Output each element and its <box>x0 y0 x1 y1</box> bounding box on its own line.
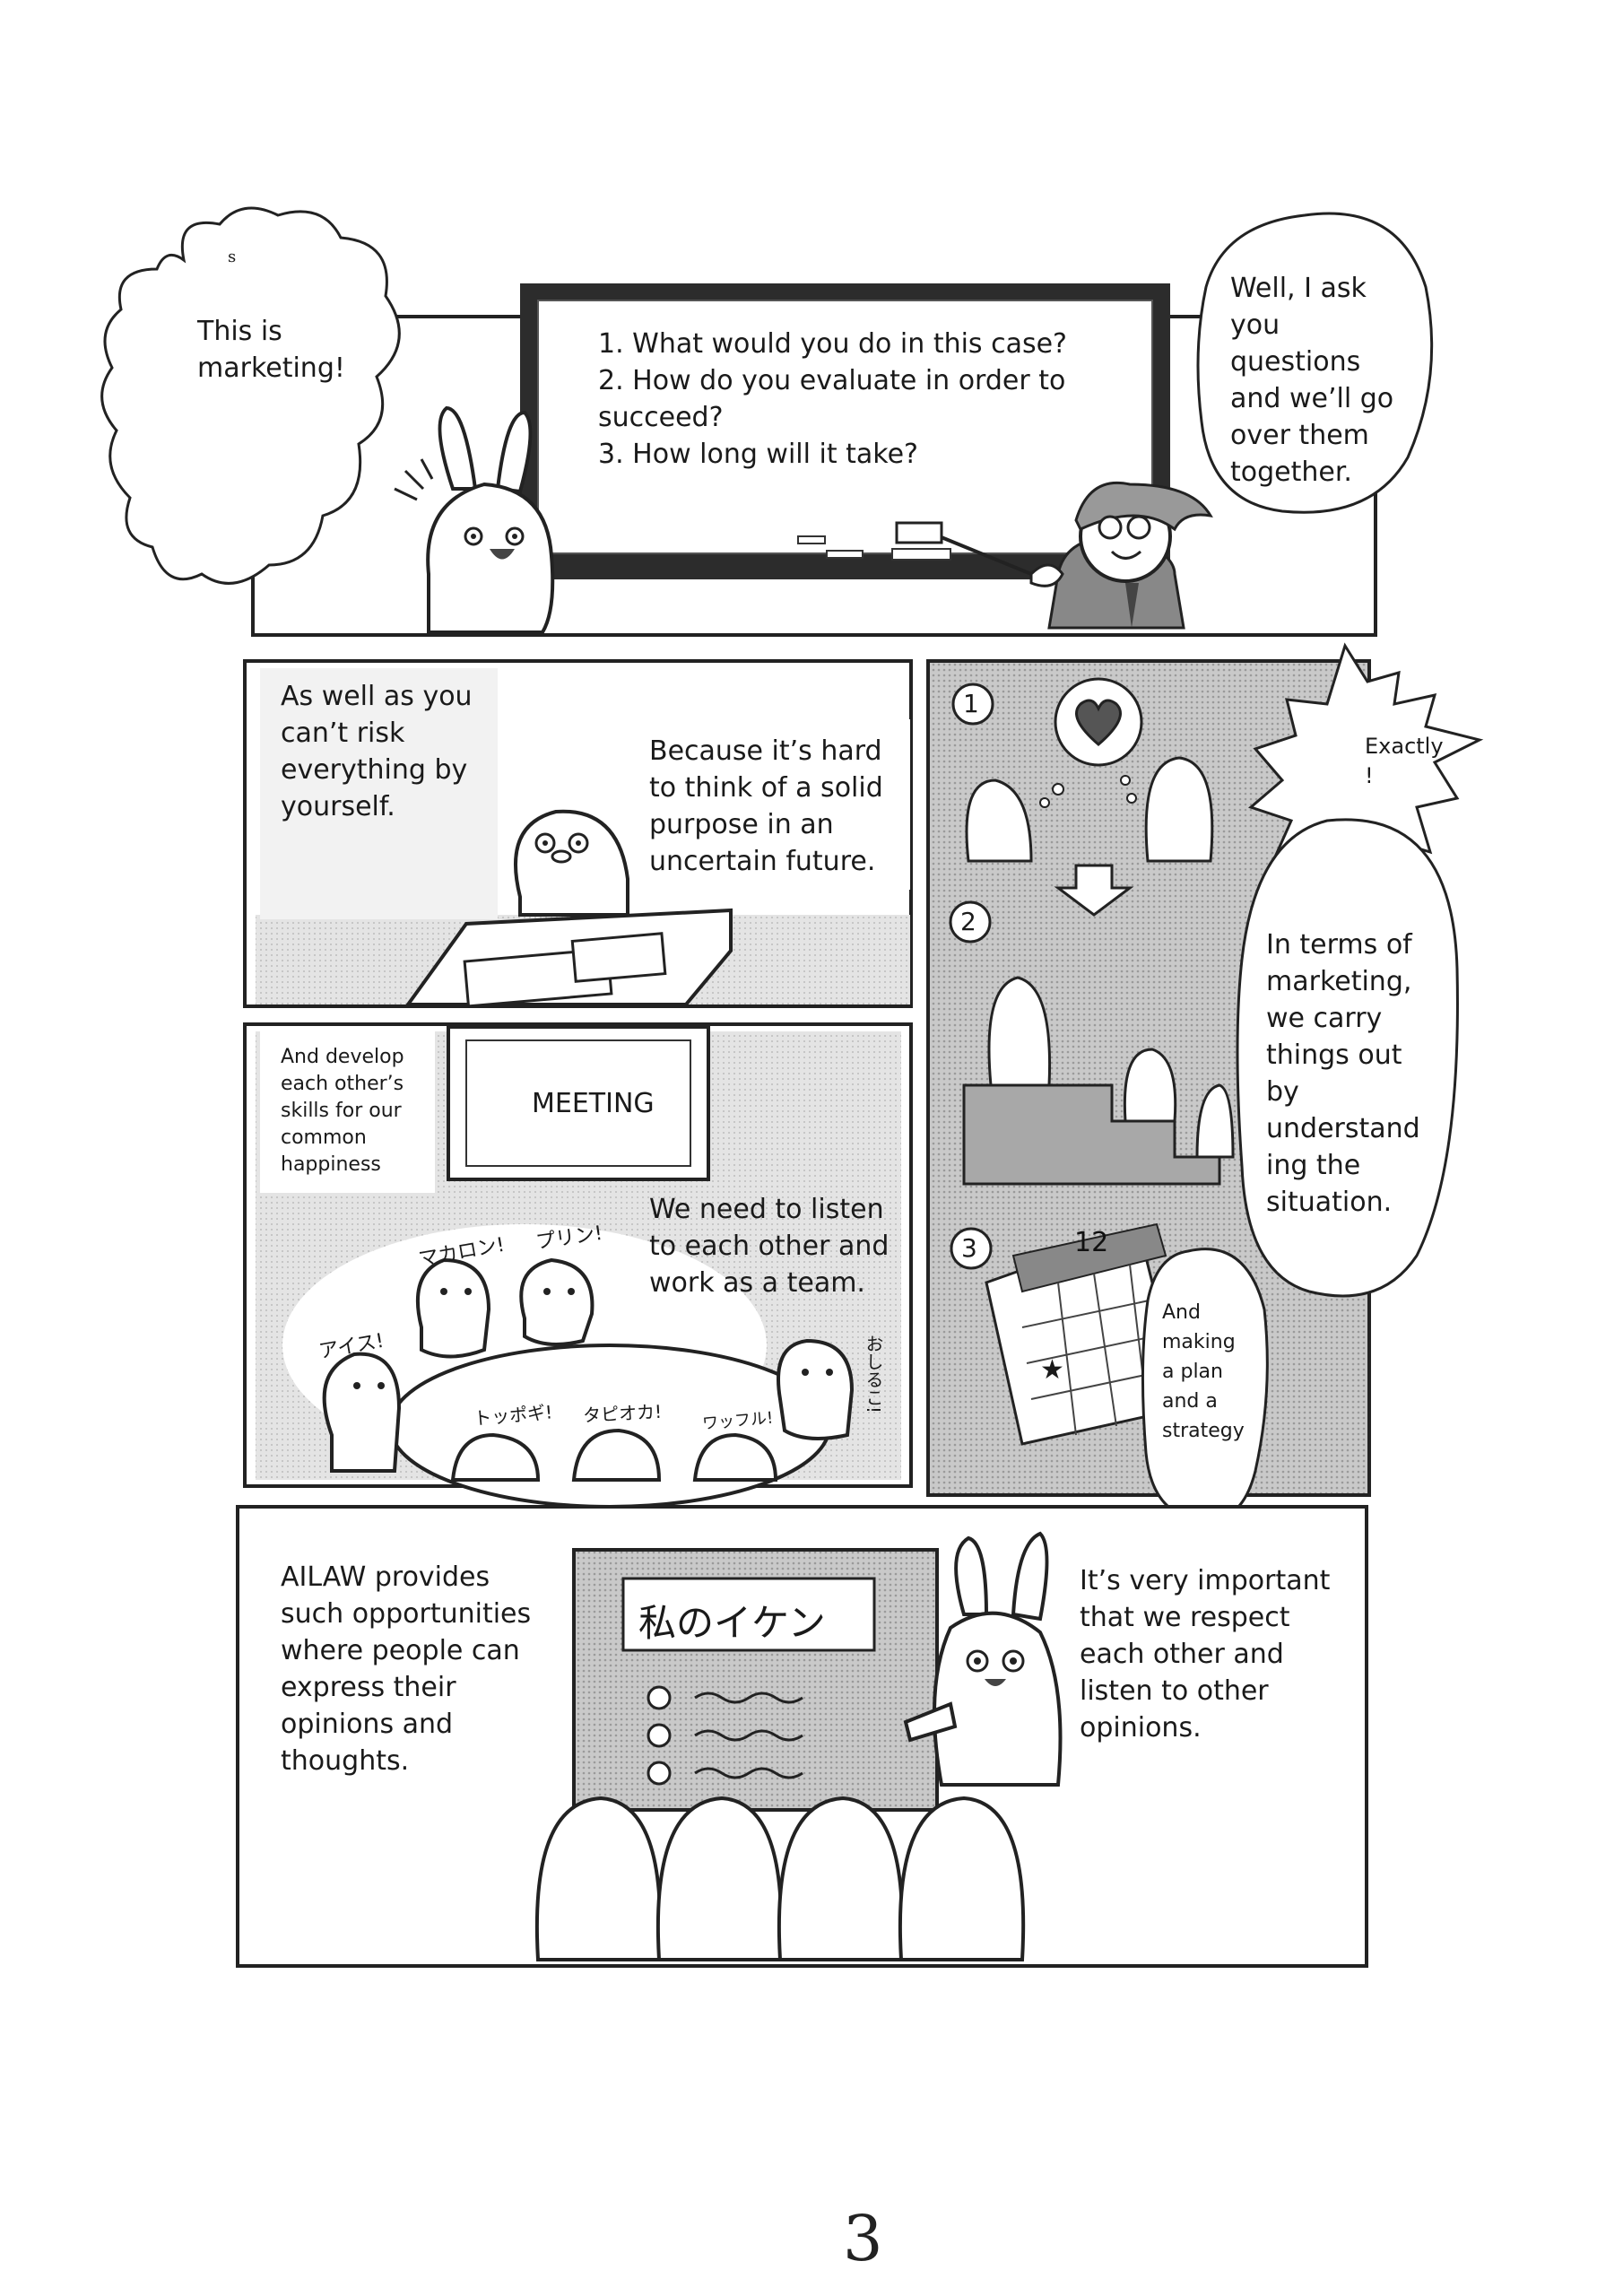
bubble-mark: s <box>228 248 237 266</box>
rabbit-character <box>394 405 555 634</box>
speech-text-exactly: Exactly ! <box>1365 734 1444 788</box>
speech-bubble-left <box>100 206 401 585</box>
panel-5 <box>236 1505 1368 1968</box>
step-number-2: 2 <box>960 907 976 936</box>
calendar-star-icon: ★ <box>1040 1354 1064 1386</box>
speech-text-very-important: It’s very important that we respect each… <box>1080 1565 1331 1744</box>
opinion-board-title: 私のイケン <box>638 1601 826 1645</box>
blackboard-questions: 1. What would you do in this case? 2. Ho… <box>598 326 1136 473</box>
board-line-3: 3. How long will it take? <box>598 439 918 470</box>
caption-risk-everything: As well as you can’t risk everything by … <box>281 681 473 822</box>
caption-develop-skills: And develop each other’s skills for our … <box>281 1046 404 1176</box>
board-line-1: 1. What would you do in this case? <box>598 328 1067 360</box>
speech-text-well-i-ask: Well, I ask you questions and we’ll go o… <box>1230 273 1394 488</box>
step-number-3: 3 <box>961 1233 977 1263</box>
step-number-1: 1 <box>963 689 979 718</box>
speech-text-listen-team: We need to listen to each other and work… <box>649 1194 890 1299</box>
stairs <box>962 1083 1221 1186</box>
panel-3 <box>243 1022 913 1509</box>
sfx-tapioca: タピオカ! <box>582 1400 663 1427</box>
speech-text-hard-to-think: Because it’s hard to think of a solid pu… <box>649 735 883 877</box>
speech-bubble-marketing <box>1236 818 1459 1298</box>
caption-ailaw-provides: AILAW provides such opportunities where … <box>281 1561 532 1777</box>
speech-text-this-is-marketing: This is marketing! <box>197 316 345 384</box>
sfx-oshiruko: おしるこ! <box>863 1335 884 1414</box>
panel-1 <box>100 206 1434 637</box>
speech-text-in-terms-of-marketing: In terms of marketing, we carry things o… <box>1266 929 1420 1218</box>
calendar-number: 12 <box>1074 1227 1109 1258</box>
speech-text-plan-clip: And making a plan and a strategy <box>1162 1298 1252 1443</box>
page-number: 3 <box>843 2202 883 2275</box>
text-box-hard-to-think <box>632 719 910 890</box>
speech-text-making-a-plan: And making a plan and a strategy <box>1162 1301 1245 1442</box>
speech-bubble-right <box>1196 212 1434 514</box>
meeting-board-label: MEETING <box>532 1088 655 1119</box>
board-line-2: 2. How do you evaluate in order to succe… <box>598 365 1066 433</box>
panel-4 <box>926 642 1484 1522</box>
teacher-character <box>895 481 1213 630</box>
